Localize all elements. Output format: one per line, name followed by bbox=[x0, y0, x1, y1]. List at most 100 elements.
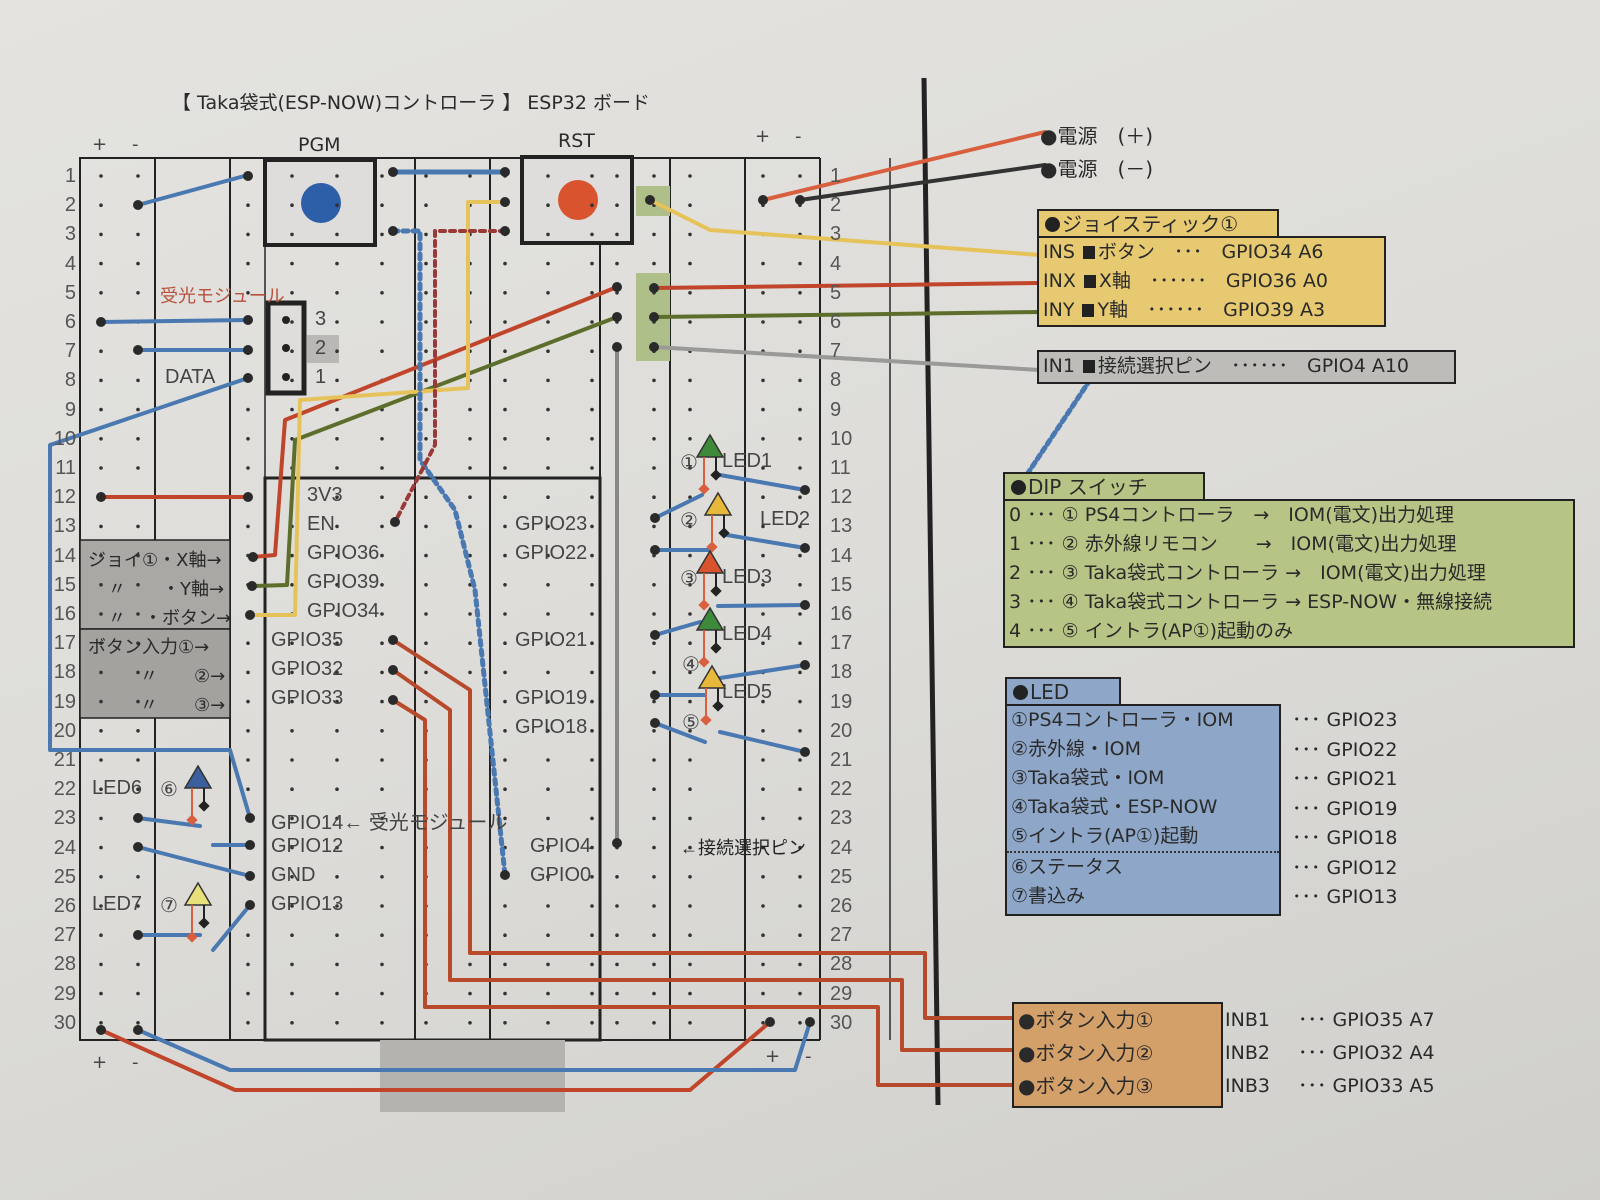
hole-dot bbox=[688, 174, 692, 178]
wire-en-dotted bbox=[393, 229, 507, 524]
hole-dot bbox=[99, 291, 103, 295]
hole-dot bbox=[761, 612, 765, 616]
led2-number: ② bbox=[680, 510, 698, 532]
hole-dot bbox=[615, 1021, 619, 1025]
hole-dot bbox=[290, 845, 294, 850]
hole-dot bbox=[503, 729, 507, 733]
hole-dot bbox=[136, 437, 140, 441]
wire-bottom-minus bbox=[136, 1020, 812, 1072]
hole-dot bbox=[290, 758, 294, 762]
hole-dot bbox=[380, 670, 384, 675]
wire-power-plus bbox=[761, 130, 1047, 202]
wire-power-minus bbox=[798, 163, 1047, 202]
wire-endpoint bbox=[96, 492, 106, 502]
hole-dot bbox=[798, 291, 802, 295]
hole-dot bbox=[590, 933, 594, 937]
hole-dot bbox=[761, 495, 765, 500]
hole-dot bbox=[99, 845, 103, 850]
row-number-left: 18 bbox=[53, 661, 76, 684]
hole-dot bbox=[335, 320, 339, 324]
row-number-right: 20 bbox=[830, 719, 853, 742]
row-number-left: 13 bbox=[53, 515, 76, 538]
hole-dot bbox=[246, 933, 250, 937]
hole-dot bbox=[380, 466, 384, 470]
hole-dot bbox=[503, 962, 507, 967]
hole-dot bbox=[136, 553, 140, 558]
hole-dot bbox=[503, 524, 507, 529]
hole-dot bbox=[688, 670, 692, 675]
hole-dot bbox=[335, 1021, 339, 1025]
button-codes: INB1 INB2 INB3 bbox=[1225, 1004, 1270, 1103]
hole-dot bbox=[590, 845, 594, 850]
hole-dot bbox=[246, 291, 250, 295]
wire-endpoint bbox=[133, 930, 143, 940]
pin-gpio0: GPIO0 bbox=[530, 864, 592, 886]
hole-dot bbox=[688, 407, 692, 412]
hole-dot bbox=[136, 174, 140, 178]
hole-dot bbox=[290, 933, 294, 937]
hole-dot bbox=[136, 699, 140, 704]
hole-dot bbox=[99, 378, 103, 383]
led-symbols bbox=[183, 433, 733, 943]
hole-dot bbox=[798, 699, 802, 704]
row-number-left: 19 bbox=[53, 690, 76, 713]
hole-dot bbox=[335, 816, 339, 821]
pin-gpio33: GPIO33 bbox=[271, 687, 344, 709]
hole-dot bbox=[503, 904, 507, 908]
row-number-left: 16 bbox=[53, 603, 76, 625]
wire-endpoint bbox=[133, 345, 143, 355]
row-number-left: 5 bbox=[64, 281, 76, 304]
hole-dot bbox=[761, 174, 765, 178]
hole-dot bbox=[798, 349, 802, 354]
wire-endpoint bbox=[245, 840, 255, 850]
hole-dot bbox=[99, 261, 103, 266]
hole-dot bbox=[424, 174, 428, 178]
row-number-left: 30 bbox=[53, 1011, 76, 1034]
hole-dot bbox=[335, 787, 339, 791]
led-row: ⑤イントラ(AP①)起動 bbox=[1007, 822, 1279, 853]
wire-endpoint bbox=[800, 543, 810, 553]
hole-dot bbox=[688, 320, 692, 324]
bullet-icon bbox=[1011, 480, 1026, 495]
led3-number: ③ bbox=[680, 568, 698, 590]
hole-dot bbox=[546, 437, 550, 441]
joystick-legend-header: ジョイスティック① bbox=[1037, 209, 1279, 239]
hole-dot bbox=[424, 524, 428, 529]
wire-endpoint bbox=[800, 747, 810, 757]
hole-dot bbox=[761, 991, 765, 996]
hole-dot bbox=[335, 583, 339, 587]
pin-gpio32: GPIO32 bbox=[271, 658, 344, 680]
hole-dot bbox=[290, 437, 294, 441]
led-row: ⑦書込み bbox=[1011, 885, 1086, 907]
hole-dot bbox=[798, 875, 802, 879]
hole-dot bbox=[99, 174, 103, 178]
hole-dot bbox=[136, 875, 140, 879]
hole-dot bbox=[590, 291, 594, 295]
hole-dot bbox=[290, 787, 294, 791]
hole-dot bbox=[136, 758, 140, 762]
hole-dot bbox=[99, 699, 103, 704]
wire-gpio39 bbox=[250, 315, 619, 588]
hole-dot bbox=[99, 758, 103, 762]
hole-dot bbox=[761, 904, 765, 908]
hole-dot bbox=[424, 407, 428, 412]
row-number-left: 29 bbox=[53, 982, 76, 1005]
hole-dot bbox=[468, 1021, 472, 1025]
hole-dot bbox=[424, 232, 428, 237]
wire-endpoint bbox=[500, 167, 510, 177]
wire-endpoint bbox=[248, 552, 258, 562]
rst-button-cap bbox=[558, 180, 598, 220]
led-legend: ①PS4コントローラ・IOM ②赤外線・IOM ③Taka袋式・IOM ④Tak… bbox=[1005, 704, 1281, 916]
hole-dot bbox=[99, 991, 103, 996]
hole-dot bbox=[590, 203, 594, 207]
pin-gpio39: GPIO39 bbox=[307, 571, 380, 593]
hole-dot bbox=[503, 495, 507, 500]
hole-dot bbox=[290, 378, 294, 383]
hole-dot bbox=[546, 845, 550, 850]
hole-dot bbox=[424, 320, 428, 324]
led6-icon bbox=[183, 764, 213, 826]
led3-icon bbox=[695, 549, 725, 611]
hole-dot bbox=[652, 232, 656, 237]
hole-dot bbox=[335, 524, 339, 529]
